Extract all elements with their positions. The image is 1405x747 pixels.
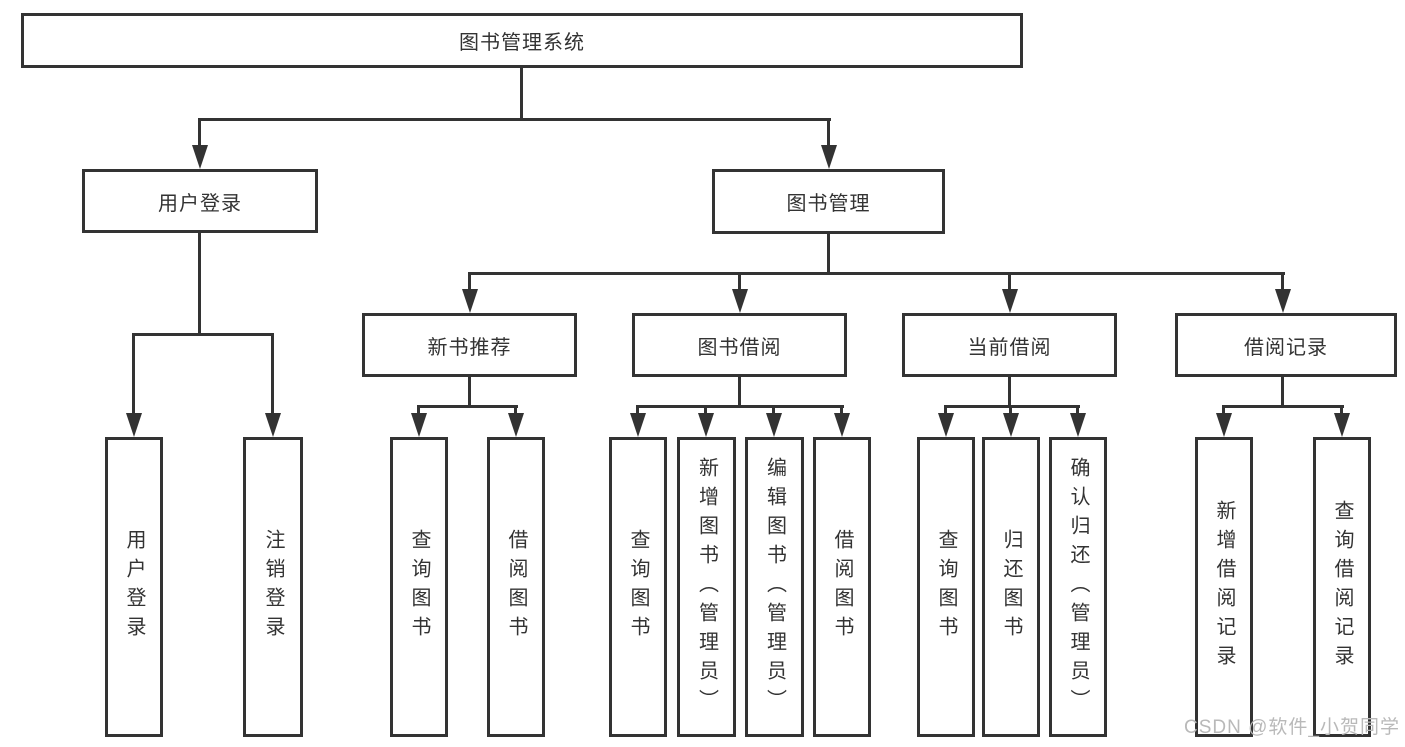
arrowhead-down-icon [1003, 413, 1019, 437]
connector-root-split [198, 118, 831, 121]
arrowhead-down-icon [1216, 413, 1232, 437]
arrowhead-down-icon [766, 413, 782, 437]
connector-split [944, 405, 1080, 408]
connector-stem [271, 333, 274, 415]
node-label: 图书管理系统 [459, 32, 585, 54]
node-label: 借阅记录 [1244, 336, 1328, 359]
connector-stem [468, 272, 471, 292]
leaf-query-books-borrowing: 查询图书 [609, 437, 667, 737]
leaf-edit-books-admin: 编辑图书（管理员） [745, 437, 804, 737]
arrowhead-down-icon [630, 413, 646, 437]
connector-split [417, 405, 518, 408]
node-new-book-recommend: 新书推荐 [362, 313, 577, 377]
connector-stem [944, 405, 947, 417]
connector-trunk [1281, 377, 1284, 407]
node-library-management-system: 图书管理系统 [21, 13, 1023, 68]
arrowhead-down-icon [411, 413, 427, 437]
arrowhead-down-icon [1334, 413, 1350, 437]
connector-split [1222, 405, 1344, 408]
node-label: 当前借阅 [967, 336, 1052, 359]
connector-book-mgmt-split [468, 272, 1285, 275]
connector-trunk [1008, 377, 1011, 407]
connector-book-mgmt-trunk [827, 234, 830, 274]
leaf-add-books-admin: 新增图书（管理员） [677, 437, 736, 737]
connector-stem [704, 405, 707, 417]
connector-stem [772, 405, 775, 417]
node-current-borrowing: 当前借阅 [902, 313, 1117, 377]
connector-user-login-split [132, 333, 274, 336]
leaf-label: 查询图书 [627, 529, 649, 645]
leaf-label: 编辑图书（管理员） [763, 456, 786, 718]
leaf-query-books-recommend: 查询图书 [390, 437, 448, 737]
connector-stem [417, 405, 420, 417]
node-label: 新书推荐 [427, 336, 512, 359]
leaf-label: 查询图书 [935, 529, 957, 645]
leaf-borrow-books-recommend: 借阅图书 [487, 437, 545, 737]
csdn-watermark: CSDN @软件_小贺同学 [1184, 717, 1400, 738]
connector-user-login-trunk [198, 233, 201, 335]
leaf-user-login: 用户登录 [105, 437, 163, 737]
connector-stem [738, 272, 741, 292]
connector-split [636, 405, 844, 408]
node-label: 图书借阅 [697, 336, 782, 359]
arrowhead-down-icon [1070, 413, 1086, 437]
connector-root-trunk [520, 68, 523, 120]
connector-stem [1340, 405, 1343, 417]
arrowhead-down-icon [265, 413, 281, 437]
arrowhead-down-icon [698, 413, 714, 437]
leaf-add-borrow-record: 新增借阅记录 [1195, 437, 1253, 737]
leaf-label: 新增借阅记录 [1213, 500, 1235, 674]
connector-stem [1076, 405, 1079, 417]
leaf-label: 归还图书 [1000, 529, 1022, 645]
leaf-query-books-current: 查询图书 [917, 437, 975, 737]
node-book-borrowing: 图书借阅 [632, 313, 847, 377]
arrowhead-down-icon [821, 145, 837, 169]
node-user-login: 用户登录 [82, 169, 318, 233]
leaf-label: 借阅图书 [831, 529, 853, 645]
leaf-label: 确认归还（管理员） [1067, 456, 1089, 718]
node-borrowing-records: 借阅记录 [1175, 313, 1397, 377]
node-book-management: 图书管理 [712, 169, 945, 234]
leaf-label: 用户登录 [123, 529, 145, 645]
leaf-label: 查询图书 [408, 529, 430, 645]
arrowhead-down-icon [126, 413, 142, 437]
connector-stem [514, 405, 517, 417]
leaf-borrow-books: 借阅图书 [813, 437, 871, 737]
node-label: 用户登录 [158, 192, 242, 215]
leaf-label: 查询借阅记录 [1331, 500, 1353, 674]
leaf-label: 新增图书（管理员） [695, 456, 718, 718]
connector-stem [1009, 405, 1012, 417]
node-label: 图书管理 [786, 193, 871, 215]
arrowhead-down-icon [508, 413, 524, 437]
connector-stem [1008, 272, 1011, 292]
connector-stem [198, 118, 201, 148]
leaf-label: 借阅图书 [505, 529, 527, 645]
connector-trunk [468, 377, 471, 407]
connector-stem [827, 118, 830, 148]
leaf-confirm-return-admin: 确认归还（管理员） [1049, 437, 1107, 737]
arrowhead-down-icon [732, 289, 748, 313]
arrowhead-down-icon [938, 413, 954, 437]
leaf-logout: 注销登录 [243, 437, 303, 737]
connector-trunk [738, 377, 741, 407]
arrowhead-down-icon [192, 145, 208, 169]
arrowhead-down-icon [1275, 289, 1291, 313]
connector-stem [132, 333, 135, 415]
leaf-label: 注销登录 [262, 529, 284, 645]
connector-stem [636, 405, 639, 417]
leaf-return-books: 归还图书 [982, 437, 1040, 737]
arrowhead-down-icon [1002, 289, 1018, 313]
arrowhead-down-icon [462, 289, 478, 313]
arrowhead-down-icon [834, 413, 850, 437]
connector-stem [1281, 272, 1284, 292]
leaf-query-borrow-record: 查询借阅记录 [1313, 437, 1371, 737]
connector-stem [840, 405, 843, 417]
connector-stem [1222, 405, 1225, 417]
